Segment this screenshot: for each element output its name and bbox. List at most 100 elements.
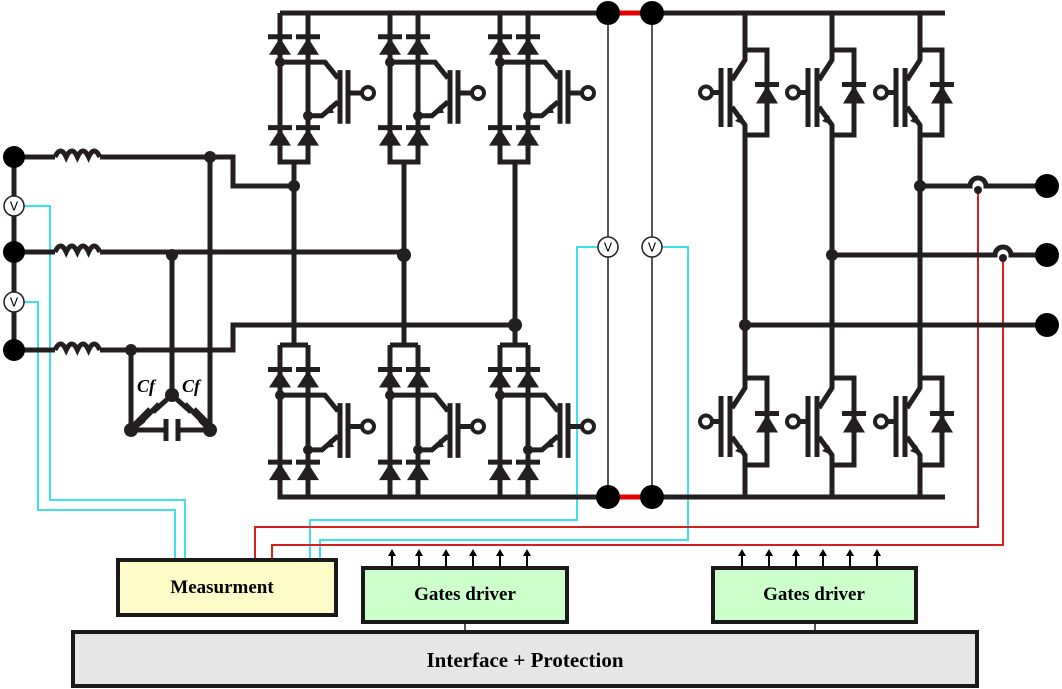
igbt-icon bbox=[447, 70, 472, 124]
rectifier bbox=[268, 10, 608, 500]
input-terminal bbox=[3, 146, 25, 168]
voltmeter-dc-link-2: V bbox=[641, 236, 663, 258]
gate-terminal-icon bbox=[785, 413, 801, 430]
diode-icon bbox=[269, 370, 291, 388]
gate-terminal-icon bbox=[360, 418, 376, 435]
igbt-icon bbox=[447, 403, 472, 458]
diode-icon bbox=[379, 37, 401, 55]
inverter-switch-module bbox=[698, 375, 779, 468]
measurement-label: Measurment bbox=[170, 577, 274, 598]
diode-icon bbox=[379, 370, 401, 388]
svg-text:V: V bbox=[604, 241, 613, 255]
inductor-icon bbox=[52, 148, 103, 163]
rectifier-switch-module bbox=[488, 10, 596, 165]
diode-icon bbox=[269, 128, 291, 146]
dc-link bbox=[596, 1, 945, 509]
gate-terminal-icon bbox=[470, 84, 486, 101]
diode-icon bbox=[489, 463, 511, 481]
output-terminal bbox=[1035, 243, 1059, 267]
inverter bbox=[698, 13, 1059, 497]
cf-label-left: Cf bbox=[137, 376, 157, 396]
voltmeter-input-2: V bbox=[3, 291, 25, 313]
igbt-icon bbox=[712, 396, 733, 457]
gate-terminal-icon bbox=[698, 84, 714, 101]
igbt-icon bbox=[557, 70, 582, 124]
diode-icon bbox=[269, 37, 291, 55]
gate-terminal-icon bbox=[470, 418, 486, 435]
voltmeter-input-1: V bbox=[3, 195, 25, 217]
rectifier-switch-module bbox=[268, 10, 376, 165]
gates-driver-rectifier-block[interactable]: Gates driver bbox=[361, 566, 569, 624]
inverter-switch-module bbox=[698, 47, 779, 138]
rectifier-switch-module bbox=[268, 342, 376, 500]
diode-icon bbox=[407, 463, 429, 481]
measurement-block[interactable]: Measurment bbox=[116, 558, 338, 617]
inverter-switch-module bbox=[785, 375, 866, 468]
voltmeter-dc-link-1: V bbox=[597, 236, 619, 258]
diode-icon bbox=[843, 85, 865, 104]
diode-icon bbox=[517, 463, 539, 481]
inverter-switch-module bbox=[785, 47, 866, 138]
igbt-icon bbox=[799, 396, 820, 457]
interface-label: Interface + Protection bbox=[427, 648, 624, 672]
cf-label-right: Cf bbox=[182, 376, 202, 396]
igbt-icon bbox=[887, 68, 908, 127]
diode-icon bbox=[489, 37, 511, 55]
diode-icon bbox=[756, 414, 778, 433]
diode-icon bbox=[843, 414, 865, 433]
diode-icon bbox=[931, 85, 953, 104]
svg-text:V: V bbox=[10, 200, 19, 214]
igbt-icon bbox=[337, 403, 362, 458]
gate-terminal-icon bbox=[873, 84, 889, 101]
ac-input: Cf Cf bbox=[3, 146, 515, 441]
igbt-icon bbox=[887, 396, 908, 457]
diode-icon bbox=[489, 370, 511, 388]
rectifier-switch-module bbox=[378, 342, 486, 500]
output-terminal bbox=[1035, 313, 1059, 337]
input-terminal bbox=[3, 339, 25, 361]
diode-icon bbox=[489, 128, 511, 146]
diode-icon bbox=[379, 463, 401, 481]
igbt-icon bbox=[557, 403, 582, 458]
igbt-icon bbox=[799, 68, 820, 127]
gate-terminal-icon bbox=[580, 84, 596, 101]
gate-terminal-icon bbox=[785, 84, 801, 101]
gates-driver-label: Gates driver bbox=[763, 584, 865, 605]
diode-icon bbox=[297, 463, 319, 481]
diode-icon bbox=[379, 128, 401, 146]
diode-icon bbox=[297, 37, 319, 55]
diode-icon bbox=[297, 128, 319, 146]
voltage-sense-wires bbox=[24, 205, 689, 560]
current-sense-wires bbox=[254, 190, 1004, 560]
inverter-switch-module bbox=[873, 47, 954, 138]
igbt-icon bbox=[337, 70, 362, 124]
diode-icon bbox=[407, 37, 429, 55]
diode-icon bbox=[407, 370, 429, 388]
diode-icon bbox=[407, 128, 429, 146]
output-terminal bbox=[1035, 174, 1059, 198]
rectifier-switch-module bbox=[378, 10, 486, 165]
inductor-icon bbox=[52, 243, 103, 258]
gates-driver-label: Gates driver bbox=[414, 584, 516, 605]
capacitor-icon bbox=[128, 402, 216, 441]
diode-icon bbox=[297, 370, 319, 388]
diode-icon bbox=[517, 370, 539, 388]
inductor-icon bbox=[52, 341, 103, 356]
svg-text:V: V bbox=[10, 296, 19, 310]
rectifier-switch-module bbox=[488, 342, 596, 500]
gate-terminal-icon bbox=[360, 84, 376, 101]
diode-icon bbox=[517, 128, 539, 146]
gate-signal-arrows bbox=[388, 549, 881, 568]
gates-driver-inverter-block[interactable]: Gates driver bbox=[711, 566, 918, 624]
igbt-icon bbox=[712, 68, 733, 127]
input-terminal bbox=[3, 241, 25, 263]
svg-text:V: V bbox=[648, 241, 657, 255]
gate-terminal-icon bbox=[580, 418, 596, 435]
gate-terminal-icon bbox=[873, 413, 889, 430]
diode-icon bbox=[269, 463, 291, 481]
inverter-switch-module bbox=[873, 375, 954, 468]
interface-protection-block[interactable]: Interface + Protection bbox=[71, 630, 979, 688]
gate-terminal-icon bbox=[698, 413, 714, 430]
